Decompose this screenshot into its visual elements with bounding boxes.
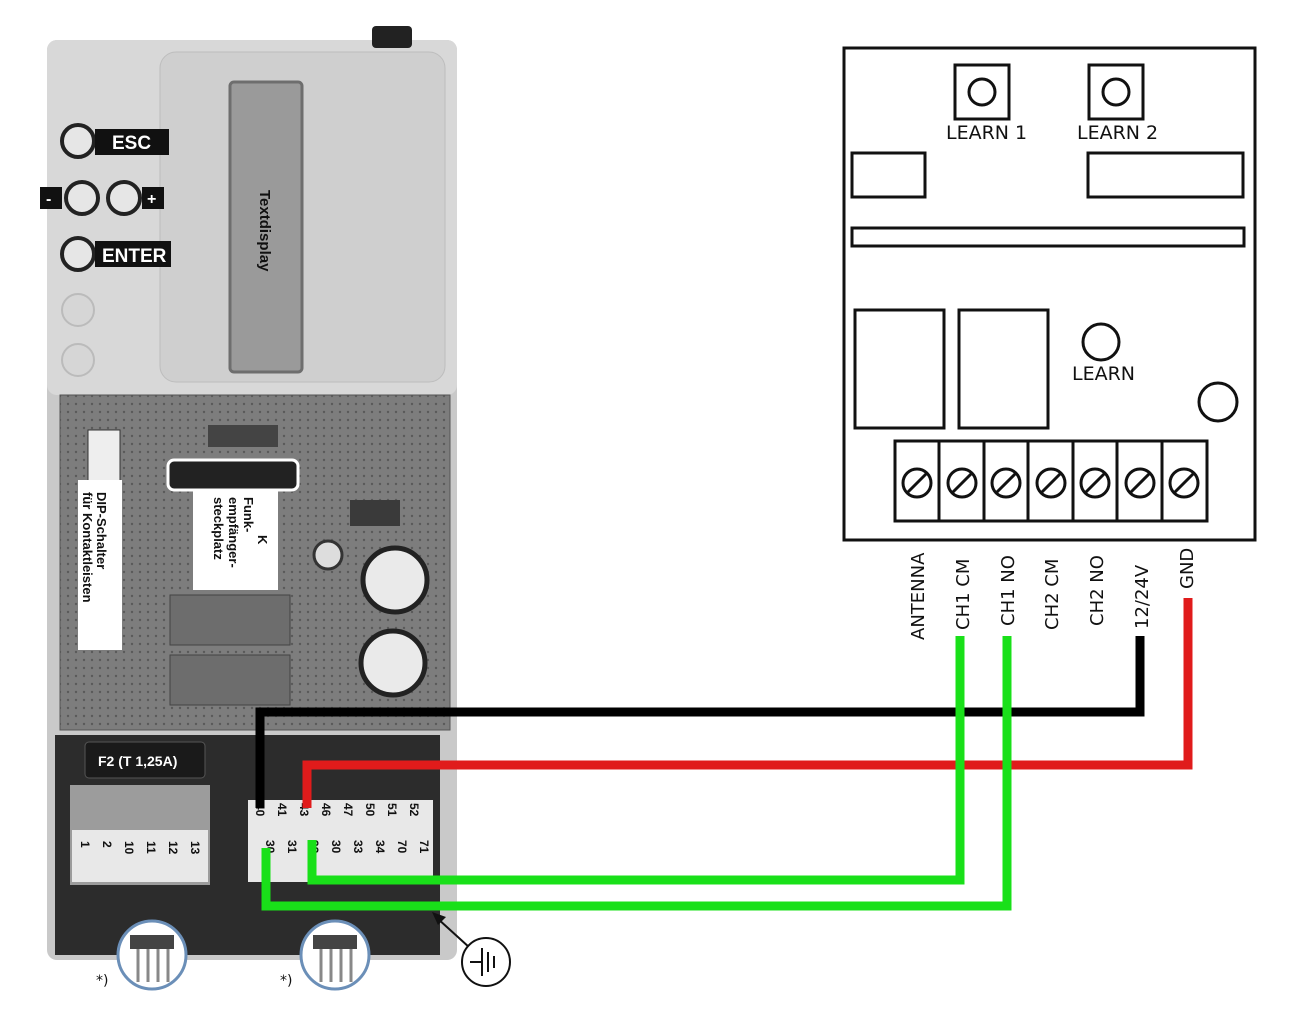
component-block-right: [1086, 151, 1245, 199]
button-enter[interactable]: ENTER: [60, 236, 171, 272]
term-r-bot-4: 30: [329, 840, 343, 854]
dip-label-line2: für Kontaktleisten: [80, 492, 95, 603]
footnote-marker-1: *): [96, 973, 108, 989]
radio-slot-connector: [166, 458, 300, 492]
fuse: [84, 741, 206, 779]
radio-slot-line1: K: [255, 535, 270, 545]
svg-text:-: -: [46, 191, 51, 208]
component-block-left: [850, 151, 927, 199]
term-r-bot-2: 31: [285, 840, 299, 854]
relay-1: [169, 594, 291, 646]
term-l-1: 1: [78, 841, 92, 848]
cable-connector-icon-1: [116, 919, 188, 991]
term-r-bot-6: 34: [373, 840, 387, 854]
term-r-top-8: 52: [407, 803, 421, 817]
ic-chip: [208, 425, 278, 447]
status-led-1: [61, 293, 95, 327]
term-r-bot-8: 71: [417, 840, 431, 854]
ground-icon: [432, 912, 511, 987]
term-r-bot-7: 70: [395, 840, 409, 854]
learn2-button[interactable]: [1087, 63, 1145, 121]
ic-chip-2: [350, 500, 400, 526]
fuse-label: F2 (T 1,25A): [98, 753, 177, 769]
screw-icon: [990, 467, 1022, 499]
screw-icon: [946, 467, 978, 499]
learn-button[interactable]: [1081, 322, 1121, 362]
terminal-label-ch1-cm: CH1 CM: [953, 559, 974, 630]
display-window: [228, 80, 304, 374]
button-esc[interactable]: ESC: [60, 123, 169, 159]
learn-label: LEARN: [1072, 363, 1135, 385]
term-r-bot-5: 33: [351, 840, 365, 854]
term-r-top-5: 47: [341, 803, 355, 817]
term-l-2: 2: [100, 841, 114, 848]
relay-2: [169, 654, 291, 706]
dip-switch: [87, 429, 121, 483]
screw-icon: [1168, 467, 1200, 499]
term-r-top-2: 41: [275, 803, 289, 817]
receiver-module: LEARN 1 LEARN 2 LEARN: [842, 46, 1257, 640]
term-r-top-6: 50: [363, 803, 377, 817]
capacitor-1: [360, 545, 430, 615]
top-connector: [372, 26, 412, 48]
cable-connector-icon-2: [299, 919, 371, 991]
terminal-label-antenna: ANTENNA: [908, 552, 929, 640]
term-l-4: 11: [144, 841, 158, 854]
status-led-2: [61, 343, 95, 377]
screw-icon: [901, 467, 933, 499]
wire-ground: [302, 598, 1193, 808]
wires: [255, 598, 1193, 911]
button-plus[interactable]: +: [106, 180, 164, 216]
header-strip: [850, 226, 1246, 248]
term-r-top-7: 51: [385, 803, 399, 817]
radio-slot-line4: steckplatz: [211, 497, 226, 560]
wire-ch1-no: [261, 636, 1012, 911]
radio-slot-line2: Funk-: [241, 497, 256, 532]
term-l-3: 10: [122, 841, 136, 855]
terminal-label-ch2-cm: CH2 CM: [1042, 559, 1063, 630]
led-indicator: [1197, 381, 1239, 423]
screw-icon: [1035, 467, 1067, 499]
display-label: Textdisplay: [256, 190, 273, 272]
radio-slot-line3: empfänger-: [226, 497, 241, 568]
terminal-strip-left: 1 2 10 11 12 13: [70, 785, 210, 885]
wire-supply: [255, 636, 1145, 808]
screw-icon: [1124, 467, 1156, 499]
capacitor-3: [312, 539, 344, 571]
terminal-strip-right: 40 41 43 46 47 50 51 52 30 31 32 30 33 3…: [248, 800, 433, 882]
dip-label-line1: DIP-Schalter: [94, 492, 109, 569]
learn2-label: LEARN 2: [1077, 122, 1158, 144]
svg-text:ESC: ESC: [112, 133, 151, 154]
button-minus[interactable]: -: [40, 180, 100, 216]
controller-unit: Textdisplay ESC - + ENTER: [40, 26, 511, 991]
relay-left: [853, 308, 946, 430]
dip-label-box: [78, 480, 122, 650]
term-r-top-4: 46: [319, 803, 333, 817]
relay-right: [957, 308, 1050, 430]
terminal-label-ch2-no: CH2 NO: [1087, 555, 1108, 626]
screw-icon: [1079, 467, 1111, 499]
wire-ch1-cm: [307, 636, 965, 885]
svg-text:+: +: [147, 191, 156, 208]
learn1-label: LEARN 1: [946, 122, 1027, 144]
footnote-marker-2: *): [280, 973, 292, 989]
terminal-label-12-24v: 12/24V: [1132, 564, 1153, 629]
capacitor-2: [358, 628, 428, 698]
radio-slot-label-box: [193, 490, 278, 590]
svg-text:ENTER: ENTER: [102, 246, 167, 267]
term-l-5: 12: [166, 841, 180, 855]
terminal-label-gnd: GND: [1177, 548, 1198, 589]
screw-terminal-block: [893, 439, 1209, 523]
learn1-button[interactable]: [953, 63, 1011, 121]
term-l-6: 13: [188, 841, 202, 855]
terminal-label-ch1-no: CH1 NO: [998, 555, 1019, 626]
